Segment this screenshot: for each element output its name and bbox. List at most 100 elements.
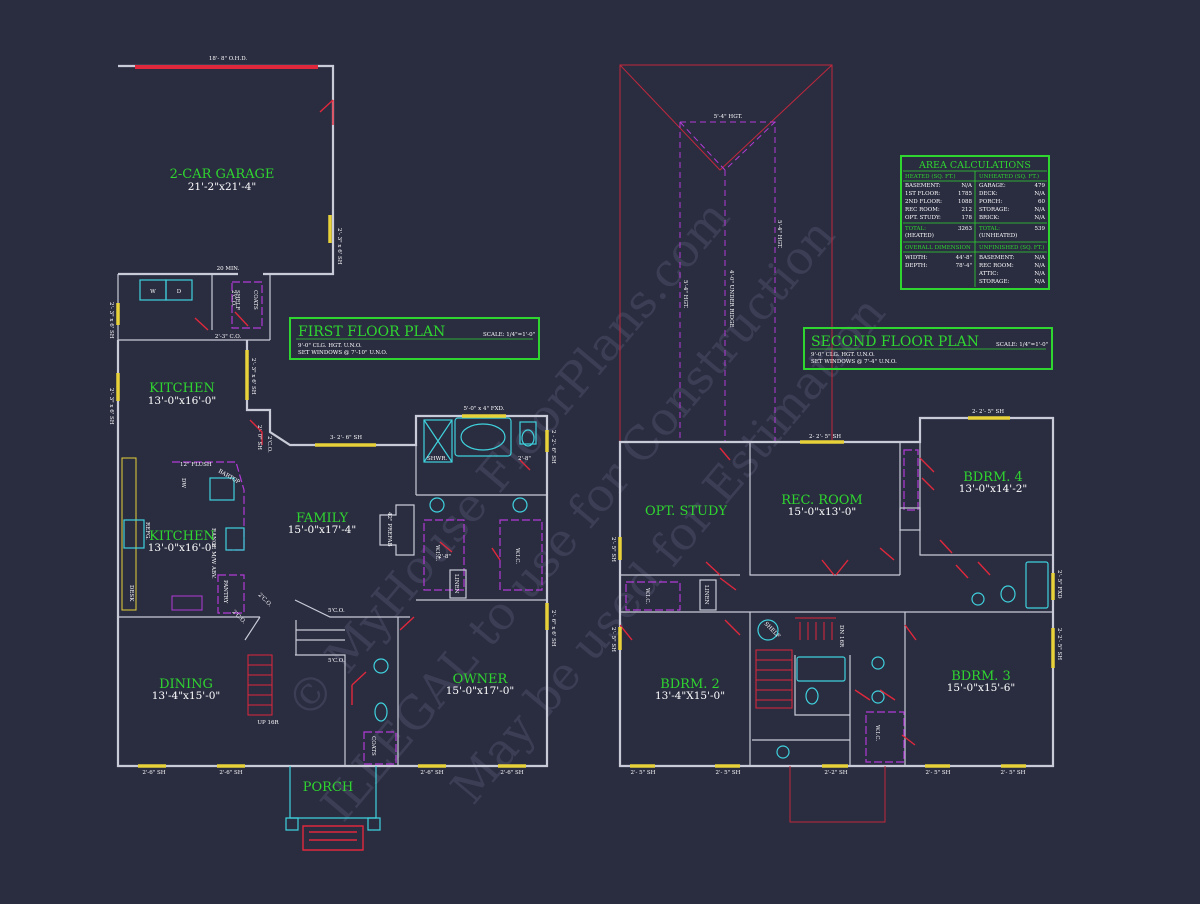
unfinished-row-1-value: N/A [1034, 255, 1046, 261]
first-floor-note-1: 9'-0" CLG. HGT. U.N.O. [298, 343, 362, 349]
laundry-doors [194, 311, 249, 331]
family-dim: 15'-0"x17'-4" [288, 524, 357, 536]
refrigerator [123, 519, 145, 549]
kitchen-upper-dim: 13'-0"x16'-0" [148, 395, 217, 407]
linen-label-2: LINEN [703, 585, 709, 605]
total-heated-label: TOTAL: [905, 226, 926, 232]
first-floor-interior-walls [118, 445, 547, 766]
stair-shelf [757, 619, 779, 641]
unfinished-row-2-value: N/A [1034, 263, 1046, 269]
dining-window-1-label: 2'-6" SH [142, 770, 165, 776]
first-floor-title-box [289, 317, 540, 360]
family-name: FAMILY [296, 511, 349, 526]
unheated-row-5-value: N/A [1034, 215, 1046, 221]
owner-toilet-tank [519, 421, 537, 445]
co-label-2: 5'C.O. [328, 658, 345, 664]
bdrm3-wic-label: W.I.C. [874, 725, 880, 741]
owner-name: OWNER [453, 672, 509, 687]
powder-door [351, 671, 367, 705]
flush-label: 12" FLUSH [180, 462, 212, 468]
mud-door [249, 419, 263, 445]
unheated-row-4-label: STORAGE: [979, 207, 1009, 213]
linen-label: LINEN [453, 574, 459, 594]
porch-roof [789, 766, 886, 823]
dining-name: DINING [159, 677, 213, 692]
total-unheated-note: (UNHEATED) [979, 232, 1017, 239]
total-unheated-label: TOTAL: [979, 226, 1000, 232]
powder-toilet [374, 702, 388, 722]
bdrm2-window-2-label: 2'- 5" SH [716, 770, 741, 776]
second-floor-scale: SCALE: 1/4"=1'-0" [996, 342, 1048, 348]
heated-row-3-value: 1088 [958, 199, 972, 205]
pantry [217, 574, 245, 614]
garage-door-label: 18'- 8" O.H.D. [209, 56, 248, 62]
bdrm2-name: BDRM. 2 [660, 677, 720, 692]
stair-upper [295, 620, 345, 655]
porch-columns [285, 817, 381, 831]
laundry-walls [117, 274, 271, 341]
heated-row-5-value: 178 [962, 215, 973, 221]
unheated-row-1-label: GARAGE: [979, 183, 1006, 189]
porch-steps [302, 825, 364, 851]
overall-row-2-label: DEPTH: [905, 263, 928, 269]
unfinished-row-2-label: REC ROOM: [979, 263, 1014, 269]
second-floor-title-box [803, 327, 1053, 370]
bdrm4-window-label: 2- 2'- 5" SH [972, 409, 1004, 415]
laundry-window-label: 2'- 3" x 6' SH [108, 302, 114, 339]
shower-x [423, 419, 453, 463]
ridge-label: 4'-0" UNDER RIDGE [728, 270, 734, 328]
dining-window-2-label: 2'-6" SH [219, 770, 242, 776]
range-label: RANGE M/W ABV. [210, 528, 216, 579]
bdrm4-bath-window-label: 2'- 5" FXD [1056, 570, 1062, 599]
bdrm4-name: BDRM. 4 [963, 470, 1023, 485]
dryer-label: D [177, 289, 182, 295]
unfinished-row-3-label: ATTIC: [978, 271, 998, 277]
kitchen-sink [209, 477, 235, 501]
mud-window-label: 2'- 3" x 6' SH [250, 358, 256, 395]
first-floor-plan: 18'- 8" O.H.D. 20 MIN. 2'- 3" x 6' SH W … [108, 56, 556, 851]
coats-label-2: COATS [370, 736, 376, 756]
first-floor-title-block: FIRST FLOOR PLAN SCALE: 1/4"=1'-0" 9'-0"… [289, 317, 540, 360]
mud-door-label: 2'- 0" SH [256, 425, 262, 450]
co-label-5: 2'C.O. [266, 436, 272, 453]
desk-unit [171, 595, 203, 611]
bdrm4-dim: 13'-0"x14'-2" [959, 483, 1028, 495]
second-floor-plan: 5'-4" HGT. 5'-4" HGT. 5'-4" HGT. 4'-0" U… [610, 64, 1062, 823]
hgt-label-1: 5'-4" HGT. [714, 114, 743, 120]
co-label-6: 2'C.O. [230, 290, 236, 307]
unfinished-header: UNFINISHED (SQ. FT.) [979, 244, 1044, 251]
garage-dim: 21'-2"x21'-4" [188, 181, 257, 193]
linen-closet [449, 569, 467, 599]
second-floor-title-block: SECOND FLOOR PLAN SCALE: 1/4"=1'-0" 9'-0… [803, 327, 1053, 370]
heated-row-4-label: REC ROOM: [905, 207, 940, 213]
owner-sink-1 [429, 497, 445, 513]
unheated-row-3-value: 60 [1038, 199, 1045, 205]
bdrm2-side-window-label: 2'- 5" SH [610, 627, 616, 652]
hall-tub [796, 656, 846, 682]
unfinished-row-4-label: STORAGE: [979, 279, 1009, 285]
coats-closet-garage [231, 281, 263, 329]
pantry-label: PANTRY [222, 580, 228, 604]
overall-row-2-value: 78'-4" [956, 263, 972, 269]
overall-row-1-value: 44'-8" [956, 255, 972, 261]
heated-header: HEATED (SQ. FT.) [905, 173, 956, 180]
garage-name: 2-CAR GARAGE [170, 167, 275, 182]
bdrm2-sink [776, 745, 790, 759]
bdrm4-toilet [1000, 585, 1016, 603]
heated-row-4-value: 212 [962, 207, 973, 213]
bdrm2-wic [625, 581, 681, 611]
coats-closet-front [363, 731, 397, 765]
washer-label: W [150, 289, 156, 295]
rec-window-label: 2- 2'- 5" SH [809, 434, 841, 440]
fireplace [379, 504, 415, 556]
co-label-1: 5'C.O. [328, 608, 345, 614]
hall-window-label: 2'-2" SH [824, 770, 847, 776]
dryer [165, 279, 193, 301]
stair-treads-2 [756, 617, 836, 701]
heated-row-1-value: N/A [961, 183, 973, 189]
bdrm3-name: BDRM. 3 [951, 669, 1011, 684]
owner-toilet [521, 429, 535, 447]
bdrm3-wic [865, 711, 905, 763]
